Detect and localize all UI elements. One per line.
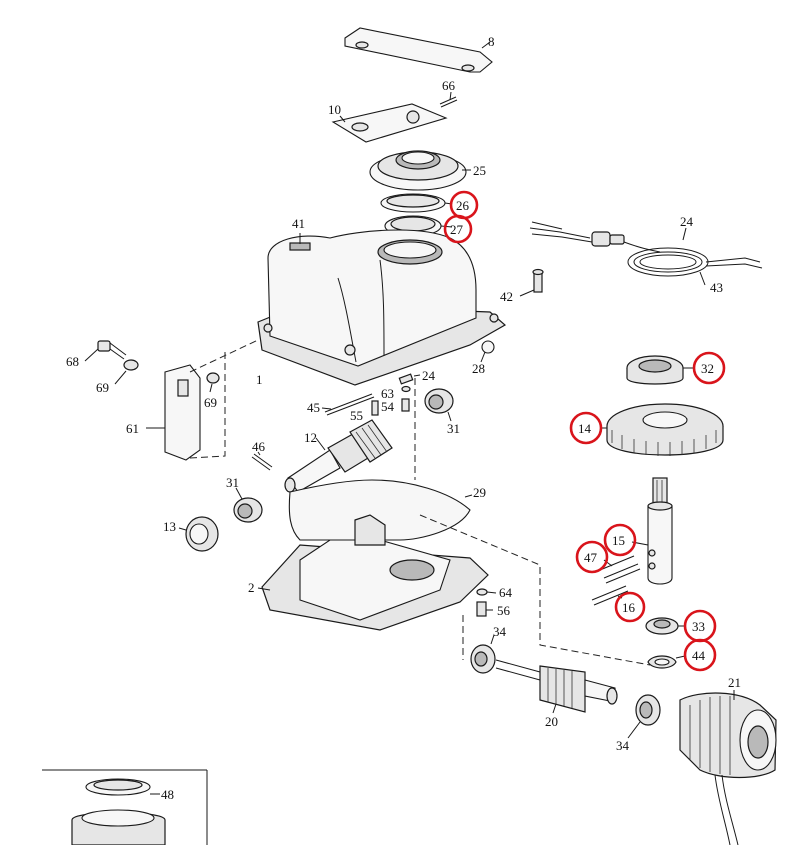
part-45-wire: [321, 393, 375, 416]
part-64-washer: [476, 588, 497, 596]
part-31-bearing-b: [233, 487, 263, 523]
svg-text:15: 15: [612, 533, 625, 548]
part-32-bearing: [626, 355, 693, 385]
label-20: 20: [545, 714, 558, 729]
part-42-bolt: [519, 268, 544, 297]
label-8: 8: [488, 34, 495, 49]
highlight-32: 32: [692, 351, 726, 385]
part-31-bearing-a: [424, 388, 454, 422]
part-24-cable: [529, 221, 763, 286]
label-2: 2: [248, 580, 255, 595]
highlighted-labels: 26 27 32 14 15 47 16 33: [443, 190, 726, 672]
part-63-washer: [401, 385, 411, 393]
highlight-26: 26: [449, 190, 479, 220]
label-68: 68: [66, 354, 79, 369]
part-14-worm-wheel: [600, 403, 724, 456]
inset-detail: [42, 769, 208, 845]
label-43: 43: [710, 280, 723, 295]
label-64: 64: [499, 585, 513, 600]
highlight-44: 44: [683, 638, 717, 672]
svg-text:44: 44: [692, 648, 706, 663]
part-13-pinion: [178, 516, 219, 552]
part-68-screw: [84, 340, 127, 362]
part-54-screw: [401, 398, 410, 412]
label-29: 29: [473, 485, 486, 500]
label-25: 25: [473, 163, 486, 178]
label-24b: 24: [422, 368, 436, 383]
part-69-nut-a: [114, 359, 139, 385]
label-12: 12: [304, 430, 317, 445]
svg-text:26: 26: [456, 198, 470, 213]
part-24b-pin: [398, 373, 421, 385]
label-69b: 69: [204, 395, 217, 410]
part-34-bearing-b: [627, 694, 661, 739]
part-labels: 8 66 10 25 24 41 43 42 68 28 1 24 69 63 …: [66, 34, 741, 802]
label-10: 10: [328, 102, 341, 117]
label-42: 42: [500, 289, 513, 304]
label-13: 13: [163, 519, 176, 534]
svg-text:27: 27: [450, 222, 464, 237]
label-28: 28: [472, 361, 485, 376]
label-69a: 69: [96, 380, 109, 395]
part-47-pins: [599, 555, 641, 584]
part-20-rotor-shaft: [495, 659, 618, 714]
part-33-bearing: [645, 617, 685, 635]
label-1: 1: [256, 372, 263, 387]
svg-text:47: 47: [584, 550, 598, 565]
label-34b: 34: [616, 738, 630, 753]
part-66-pin: [439, 91, 458, 108]
part-12-worm-shaft: [284, 419, 393, 493]
part-21-stator: [679, 690, 777, 845]
label-21: 21: [728, 675, 741, 690]
part-25-flange: [369, 150, 471, 191]
part-29-gasket: [288, 479, 473, 541]
svg-text:14: 14: [578, 421, 592, 436]
label-45: 45: [307, 400, 320, 415]
part-8-bracket: [344, 27, 493, 73]
highlight-47: 47: [575, 540, 609, 574]
part-34-bearing-a: [470, 634, 496, 674]
label-63: 63: [381, 386, 394, 401]
part-41-housing: [257, 229, 507, 386]
label-31b: 31: [226, 475, 239, 490]
part-46-pin: [251, 451, 273, 471]
part-69-nut-b: [206, 372, 220, 393]
highlight-33: 33: [683, 609, 717, 643]
label-24a: 24: [680, 214, 694, 229]
highlight-15: 15: [603, 523, 637, 557]
part-61-bracket: [146, 364, 201, 461]
highlight-14: 14: [569, 411, 603, 445]
part-2-base: [257, 514, 489, 631]
part-26-ring: [380, 193, 453, 213]
label-46: 46: [252, 439, 266, 454]
part-56-screw: [476, 601, 493, 617]
highlight-27: 27: [443, 214, 473, 244]
label-48: 48: [161, 787, 174, 802]
highlight-16: 16: [614, 591, 646, 623]
part-10-plate: [331, 103, 448, 143]
part-55-screw: [371, 400, 379, 416]
label-31a: 31: [447, 421, 460, 436]
label-61: 61: [126, 421, 139, 436]
part-15-output-shaft: [631, 477, 673, 585]
label-41: 41: [292, 216, 305, 231]
label-66: 66: [442, 78, 456, 93]
label-55: 55: [350, 408, 363, 423]
svg-text:33: 33: [692, 619, 705, 634]
svg-text:16: 16: [622, 600, 636, 615]
part-44-circlip: [647, 655, 686, 669]
svg-text:32: 32: [701, 361, 714, 376]
label-54: 54: [381, 399, 395, 414]
label-56: 56: [497, 603, 511, 618]
label-34a: 34: [493, 624, 507, 639]
